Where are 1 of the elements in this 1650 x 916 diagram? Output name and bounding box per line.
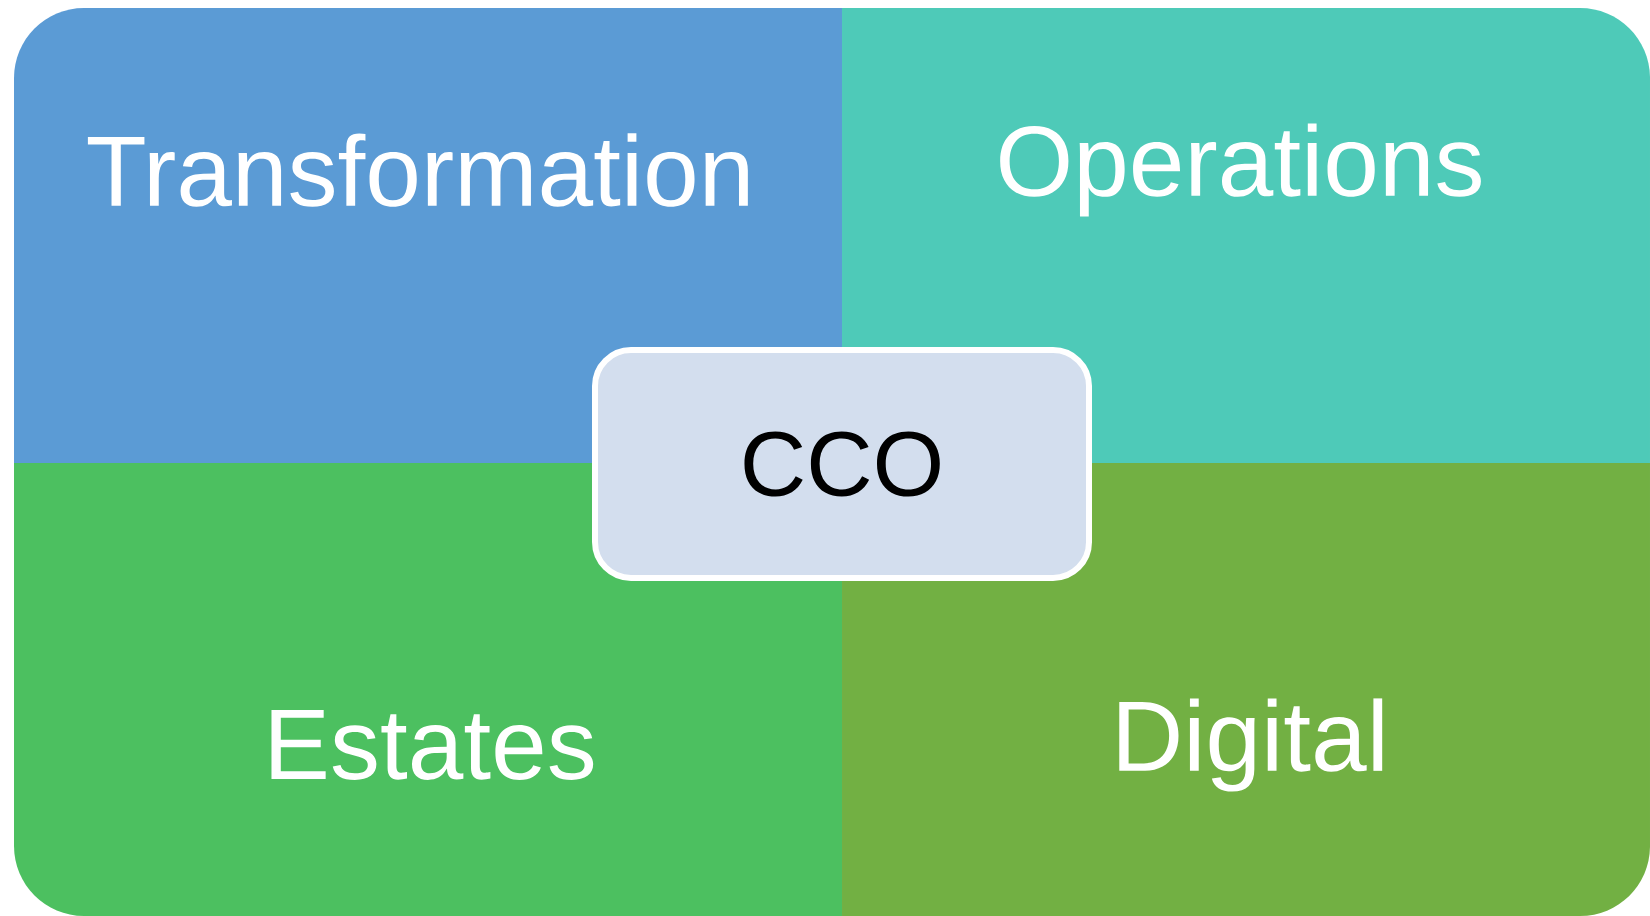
center-box: CCO [592,347,1092,581]
